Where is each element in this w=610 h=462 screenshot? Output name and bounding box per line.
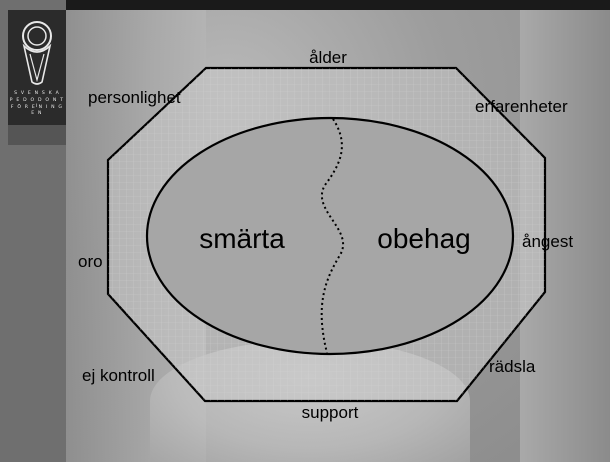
factor-alder: ålder xyxy=(309,48,347,67)
factor-radsla: rädsla xyxy=(489,357,536,376)
dotted-divider xyxy=(320,118,344,354)
factor-oro: oro xyxy=(78,252,103,271)
logo-text-line-1: S V E N S K A xyxy=(14,91,60,96)
tooth-emblem-icon xyxy=(22,21,52,85)
factor-angest: ångest xyxy=(522,232,573,251)
factor-erfarenheter: erfarenheter xyxy=(475,97,568,116)
label-obehag: obehag xyxy=(377,223,470,254)
factor-personlighet: personlighet xyxy=(88,88,181,107)
factor-ej-kontroll: ej kontroll xyxy=(82,366,155,385)
label-smarta: smärta xyxy=(199,223,285,254)
experience-ellipse xyxy=(145,116,515,356)
logo-text-line-3: F Ö R E N I N G E N xyxy=(10,105,64,116)
logo-stripe xyxy=(8,125,66,145)
logo-text-line-2: P E D O D O N T I xyxy=(9,98,65,109)
factor-support: support xyxy=(302,403,359,422)
logo xyxy=(8,10,66,125)
